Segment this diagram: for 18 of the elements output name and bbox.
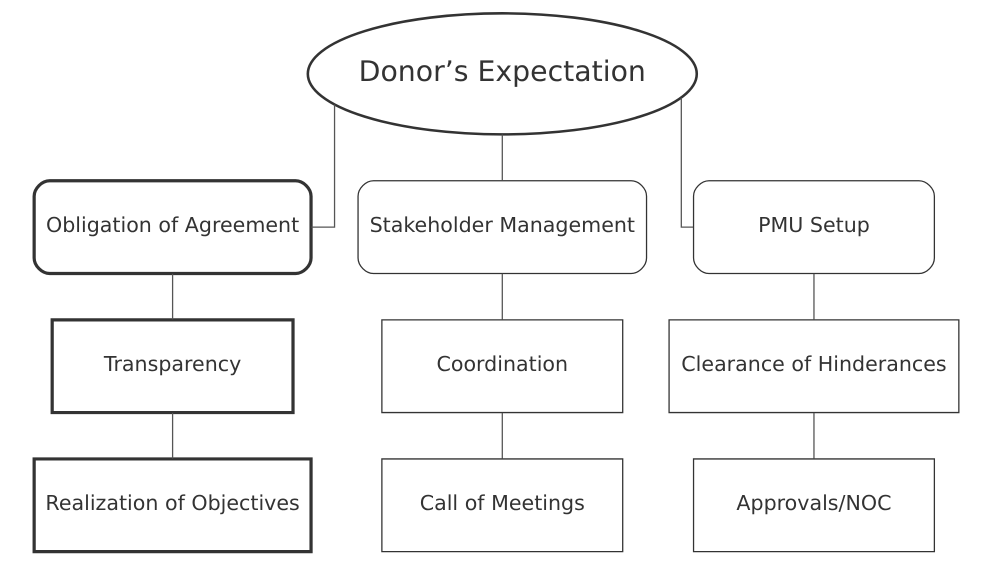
node-box: Transparency: [50, 318, 294, 414]
node-ellipse: Donor’s Expectation: [306, 12, 698, 136]
connector: [501, 274, 502, 320]
node-box: Stakeholder Management: [356, 180, 647, 274]
connector: [171, 412, 173, 458]
connector: [812, 412, 814, 458]
connector: [171, 274, 173, 320]
node-box: Coordination: [380, 319, 623, 414]
connector: [501, 134, 502, 181]
connector: [812, 274, 814, 320]
connector: [501, 412, 502, 458]
connector: [310, 104, 335, 228]
node-box: Approvals/NOC: [692, 458, 935, 552]
node-box: Call of Meetings: [380, 458, 623, 552]
node-box: Obligation of Agreement: [32, 179, 312, 276]
node-box: PMU Setup: [692, 180, 935, 274]
node-box: Clearance of Hinderances: [668, 319, 959, 414]
node-box: Realization of Objectives: [32, 457, 312, 554]
